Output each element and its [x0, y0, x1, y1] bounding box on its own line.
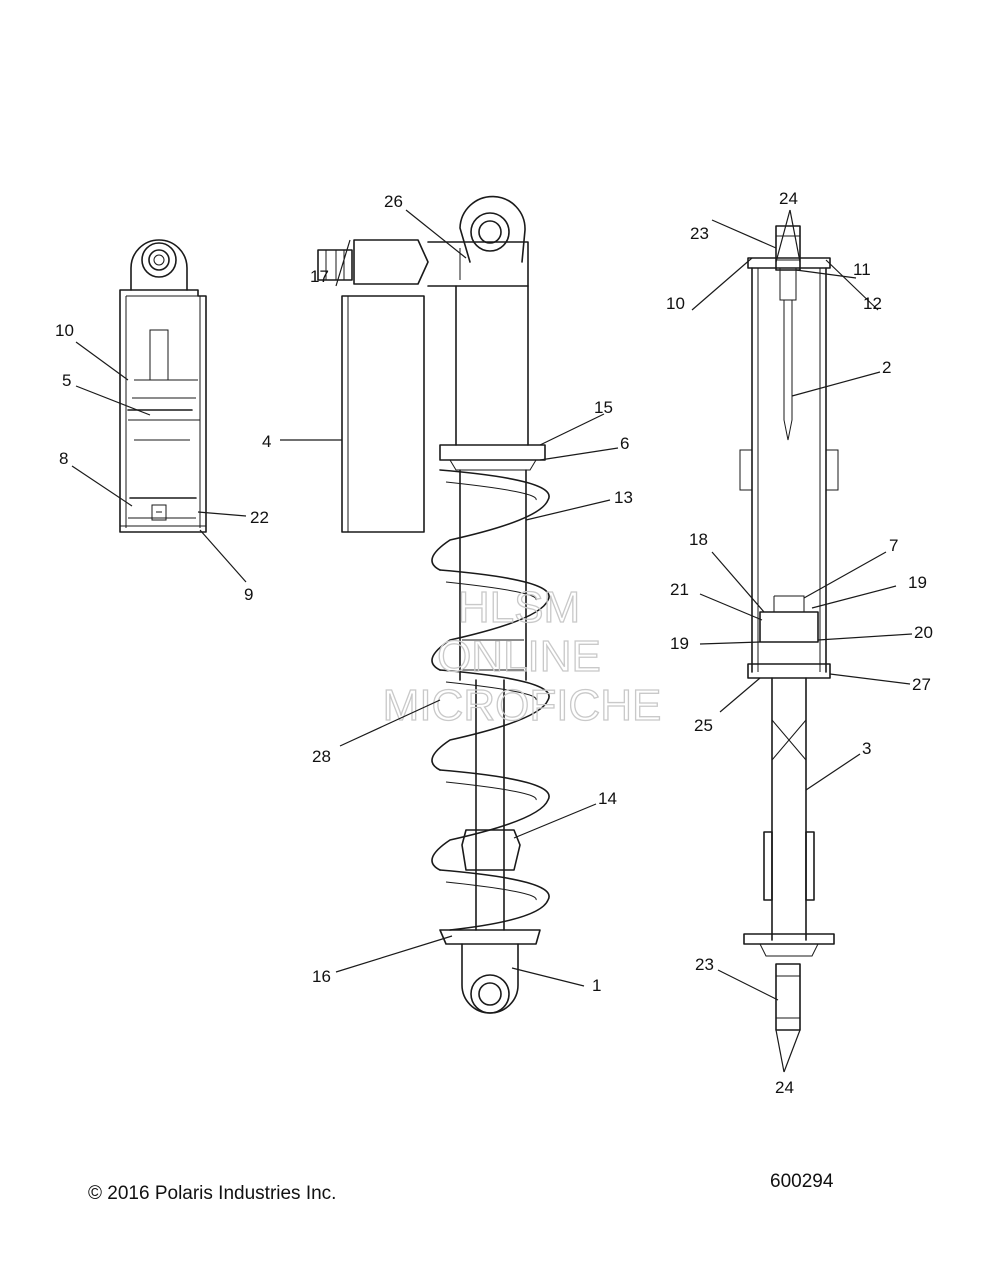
- callout-3: 3: [862, 739, 871, 758]
- callout-22: 22: [250, 508, 269, 527]
- callout-25: 25: [694, 716, 713, 735]
- callout-1: 1: [592, 976, 601, 995]
- callout-11: 11: [853, 260, 871, 279]
- callout-19-left: 19: [670, 634, 689, 653]
- callout-14: 14: [598, 789, 617, 808]
- callout-23-top: 23: [690, 224, 709, 243]
- callout-24-bottom: 24: [775, 1078, 794, 1097]
- assembled-shock: [317, 195, 550, 1014]
- callout-20: 20: [914, 623, 933, 642]
- callout-26: 26: [384, 192, 403, 211]
- callout-13: 13: [614, 488, 633, 507]
- watermark-line-3: MICROFICHE: [383, 681, 662, 730]
- callout-27: 27: [912, 675, 931, 694]
- watermark-line-1: HLSM: [458, 583, 580, 632]
- callout-17: 17: [310, 267, 329, 286]
- callout-23-bottom: 23: [695, 955, 714, 974]
- watermark-line-2: ONLINE: [437, 632, 601, 681]
- callouts: 10 5 8 22 9 26 17 4 15 6 13 28 14 16 1 2…: [55, 189, 933, 1097]
- callout-10-right: 10: [666, 294, 685, 313]
- callout-16: 16: [312, 967, 331, 986]
- figure-number: 600294: [770, 1171, 834, 1192]
- callout-8: 8: [59, 449, 68, 468]
- callout-10-left: 10: [55, 321, 74, 340]
- callout-5: 5: [62, 371, 71, 390]
- callout-19-right: 19: [908, 573, 927, 592]
- leader-lines: [71, 209, 913, 1073]
- callout-28: 28: [312, 747, 331, 766]
- callout-18: 18: [689, 530, 708, 549]
- callout-21: 21: [670, 580, 689, 599]
- reservoir-section-view: [119, 239, 207, 533]
- copyright-text: © 2016 Polaris Industries Inc.: [88, 1183, 337, 1204]
- callout-24-top: 24: [779, 189, 798, 208]
- watermark: HLSM ONLINE MICROFICHE: [382, 582, 662, 730]
- callout-9: 9: [244, 585, 253, 604]
- callout-6: 6: [620, 434, 629, 453]
- callout-12: 12: [863, 294, 882, 313]
- shock-section-view: [739, 225, 839, 1031]
- callout-4: 4: [262, 432, 271, 451]
- callout-15: 15: [594, 398, 613, 417]
- callout-2: 2: [882, 358, 891, 377]
- callout-7: 7: [889, 536, 898, 555]
